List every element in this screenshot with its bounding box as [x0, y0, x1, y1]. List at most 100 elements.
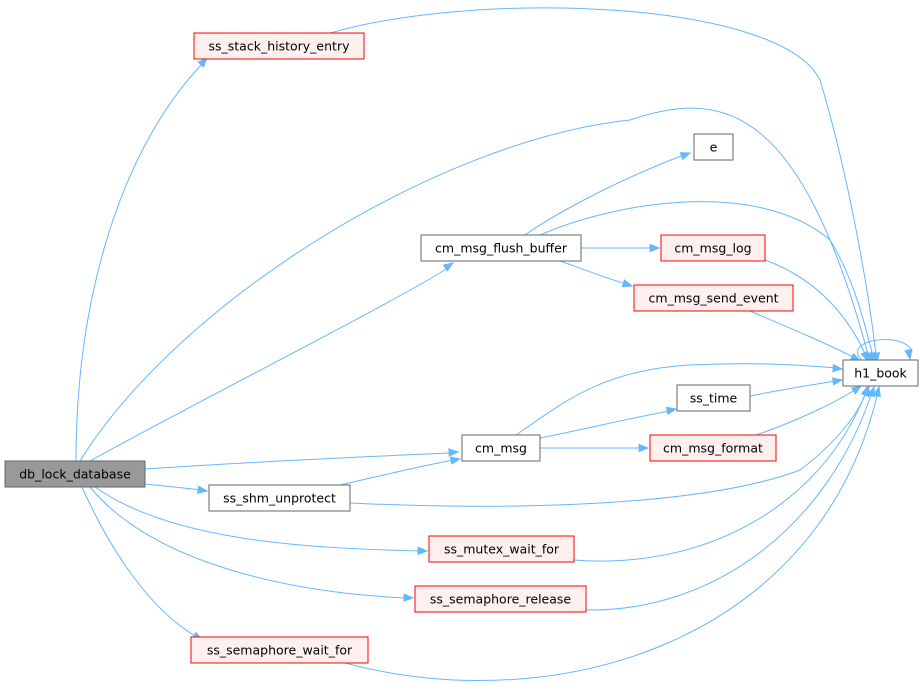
node-label: ss_shm_unprotect: [223, 491, 336, 506]
node-label: ss_mutex_wait_for: [444, 542, 560, 557]
edge-db_lock_database-to-ss_semaphore_wait_for: [81, 486, 204, 641]
edge-h1_book-to-h1_book: [857, 339, 913, 361]
edge-line: [89, 267, 449, 462]
edge-db_lock_database-to-ss_mutex_wait_for: [94, 486, 429, 556]
node-cm-msg-flush-buffer[interactable]: cm_msg_flush_buffer: [420, 234, 582, 262]
edge-line: [339, 459, 455, 486]
edges-layer: [75, 7, 913, 681]
edge-line: [79, 107, 870, 462]
node-ss-time[interactable]: ss_time: [676, 384, 751, 412]
edge-db_lock_database-to-ss_semaphore_release: [89, 486, 415, 602]
edge-line: [764, 259, 867, 357]
node-cm-msg-format[interactable]: cm_msg_format: [649, 434, 777, 462]
node-box: [208, 484, 351, 512]
node-box: [649, 434, 777, 462]
edge-line: [89, 486, 407, 599]
edge-line: [749, 310, 856, 359]
arrowhead-icon: [197, 56, 208, 68]
node-label: cm_msg_format: [663, 441, 763, 456]
node-box: [693, 133, 734, 161]
arrowhead-icon: [448, 448, 460, 457]
node-box: [4, 460, 146, 488]
edge-ss_mutex_wait_for-to-h1_book: [573, 385, 870, 562]
arrowhead-icon: [861, 385, 870, 398]
node-e[interactable]: e: [693, 133, 734, 161]
edge-line: [344, 391, 879, 681]
node-box: [660, 234, 766, 262]
node-label: cm_msg_flush_buffer: [435, 241, 568, 256]
edge-line: [559, 260, 627, 285]
edge-db_lock_database-to-ss_shm_unprotect: [144, 483, 209, 494]
edge-line: [749, 380, 837, 397]
node-ss-stack-history-entry[interactable]: ss_stack_history_entry: [193, 32, 365, 60]
node-ss-shm-unprotect[interactable]: ss_shm_unprotect: [208, 484, 351, 512]
arrowhead-icon: [403, 593, 415, 602]
node-ss-semaphore-wait-for[interactable]: ss_semaphore_wait_for: [190, 636, 369, 664]
edge-cm_msg-to-cm_msg_format: [540, 443, 650, 453]
node-db-lock-database[interactable]: db_lock_database: [4, 460, 146, 488]
node-cm-msg[interactable]: cm_msg: [461, 434, 541, 462]
node-label: db_lock_database: [19, 467, 131, 482]
node-label: cm_msg_log: [674, 241, 751, 256]
node-label: h1_book: [854, 366, 907, 381]
edge-cm_msg_flush_buffer-to-cm_msg_log: [581, 243, 661, 253]
edge-cm_msg_flush_buffer-to-e: [524, 152, 692, 236]
node-box: [193, 32, 365, 60]
arrowhead-icon: [649, 243, 661, 253]
node-box: [633, 284, 794, 312]
node-ss-mutex-wait-for[interactable]: ss_mutex_wait_for: [428, 535, 575, 563]
edge-line: [515, 363, 837, 436]
arrowhead-icon: [417, 546, 429, 556]
edge-cm_msg-to-ss_time: [539, 406, 678, 439]
edge-line: [539, 410, 671, 439]
node-box: [428, 535, 575, 563]
node-label: ss_stack_history_entry: [208, 39, 350, 54]
node-label: ss_time: [690, 391, 738, 406]
edge-line: [573, 391, 867, 562]
edge-line: [144, 452, 451, 470]
node-label: e: [710, 140, 718, 155]
node-label: ss_semaphore_release: [430, 592, 572, 607]
edge-line: [81, 486, 198, 638]
edge-db_lock_database-to-cm_msg: [144, 448, 460, 470]
nodes-layer: db_lock_database ss_stack_history_entrycm…: [4, 32, 919, 664]
edge-cm_msg_send_event-to-h1_book: [749, 310, 862, 362]
node-ss-semaphore-release[interactable]: ss_semaphore_release: [414, 585, 587, 613]
node-label: ss_semaphore_wait_for: [207, 643, 353, 658]
edge-ss_semaphore_release-to-h1_book: [585, 385, 876, 611]
arrowhead-icon: [638, 443, 650, 453]
node-label: cm_msg: [475, 441, 527, 456]
node-box: [420, 234, 582, 262]
edge-cm_msg_flush_buffer-to-cm_msg_send_event: [559, 260, 634, 288]
node-h1-book[interactable]: h1_book: [842, 359, 919, 387]
arrowhead-icon: [866, 385, 876, 398]
node-box: [461, 434, 541, 462]
edge-ss_stack_history_entry-to-h1_book: [329, 7, 881, 364]
arrowhead-icon: [904, 348, 913, 361]
arrowhead-icon: [197, 485, 209, 494]
node-box: [676, 384, 751, 412]
edge-line: [524, 154, 685, 236]
arrowhead-icon: [832, 363, 844, 373]
arrowhead-icon: [831, 377, 844, 386]
arrowhead-icon: [850, 385, 863, 395]
node-cm-msg-log[interactable]: cm_msg_log: [660, 234, 766, 262]
edge-line: [144, 483, 202, 491]
arrowhead-icon: [449, 456, 462, 465]
edge-db_lock_database-to-cm_msg_flush_buffer: [89, 262, 455, 462]
edge-cm_msg-to-h1_book: [515, 363, 844, 436]
node-cm-msg-send-event[interactable]: cm_msg_send_event: [633, 284, 794, 312]
edge-cm_msg_format-to-h1_book: [755, 385, 863, 436]
arrowhead-icon: [679, 152, 692, 161]
arrowhead-icon: [621, 279, 634, 288]
edge-line: [585, 391, 873, 611]
arrowhead-icon: [860, 350, 869, 363]
edge-line: [857, 339, 913, 361]
edge-ss_shm_unprotect-to-h1_book: [349, 384, 870, 507]
edge-db_lock_database-to-ss_stack_history_entry: [75, 56, 208, 462]
edge-line: [94, 486, 421, 552]
edge-line: [329, 7, 877, 357]
edge-cm_msg_flush_buffer-to-h1_book: [539, 201, 876, 364]
edge-cm_msg_log-to-h1_book: [764, 259, 869, 363]
node-box: [414, 585, 587, 613]
